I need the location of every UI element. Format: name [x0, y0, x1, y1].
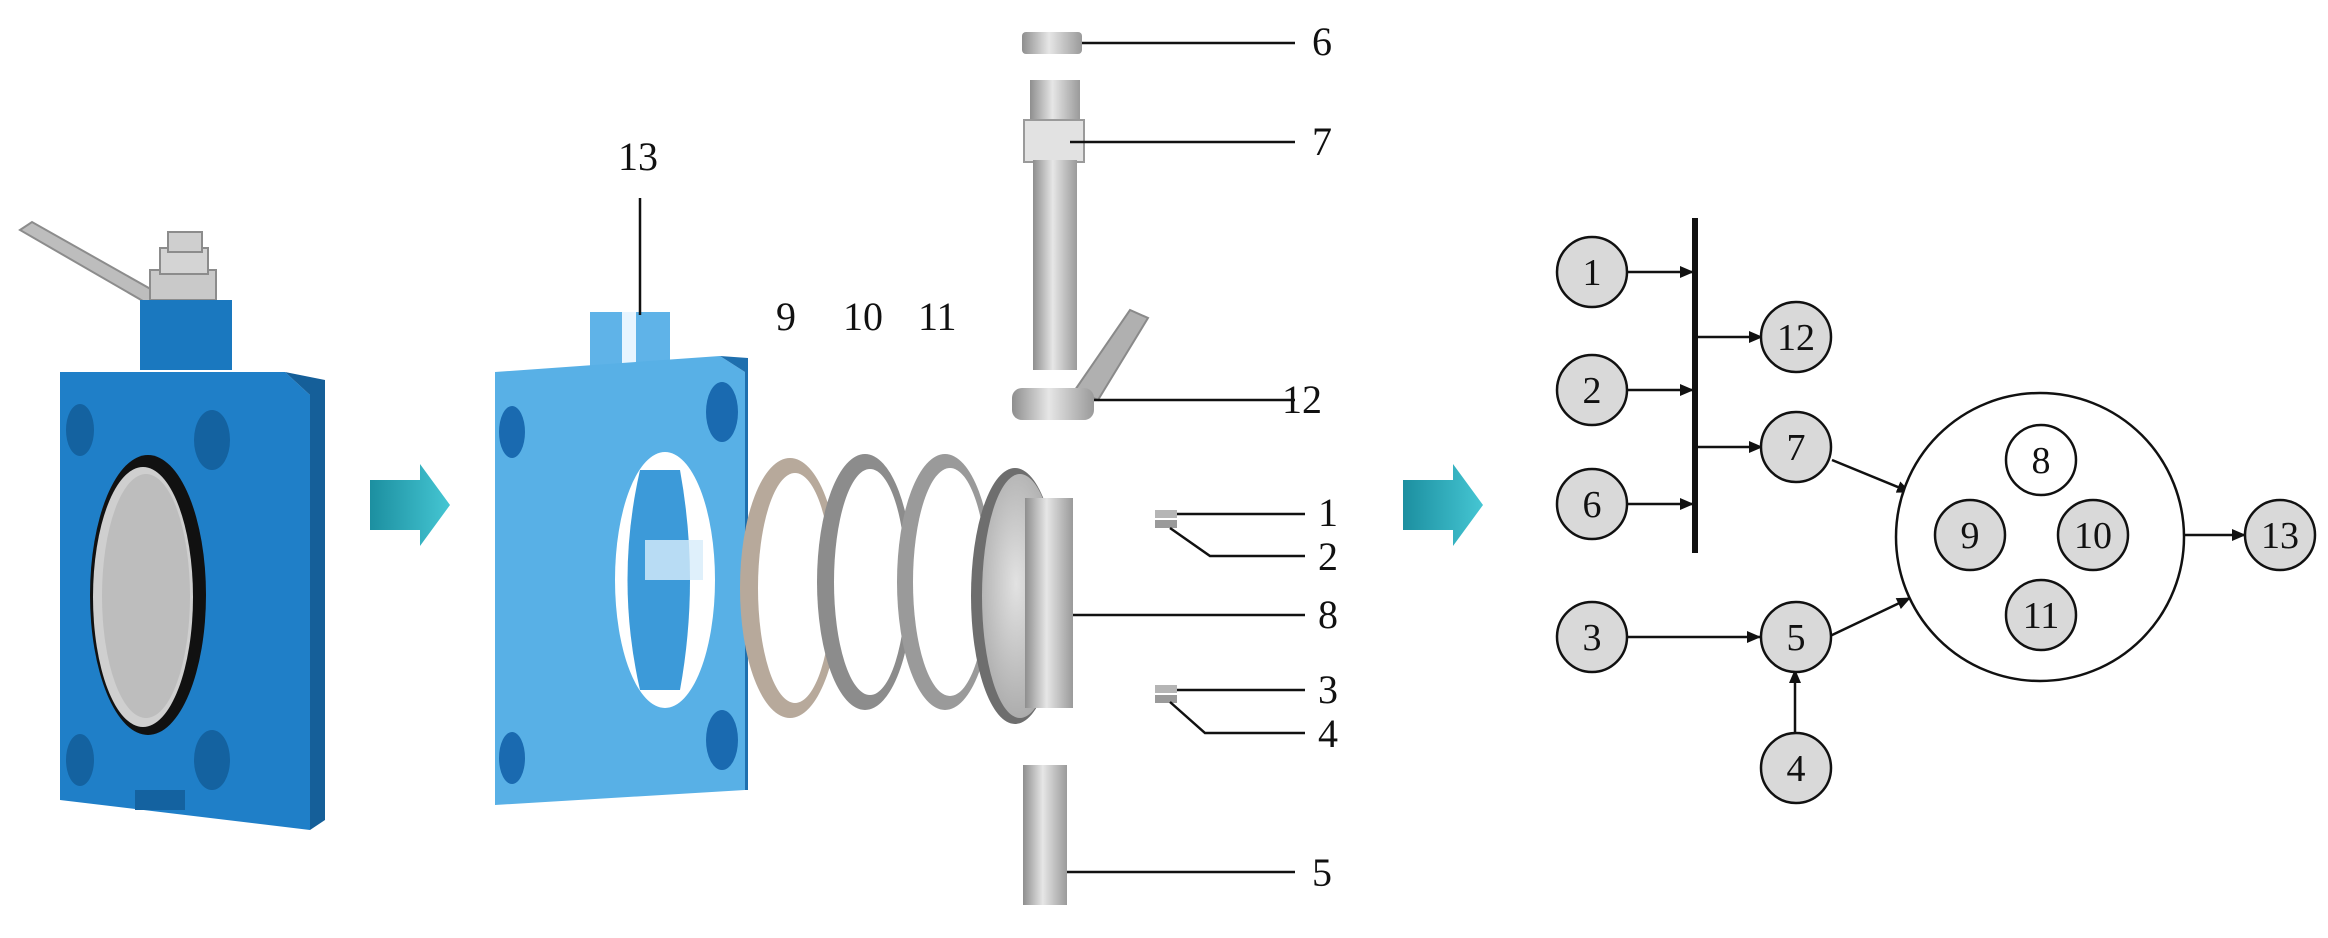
valve-body-part [495, 312, 748, 805]
callout-5: 5 [1312, 850, 1332, 895]
pin-5 [1023, 765, 1067, 905]
assembled-valve [18, 220, 325, 830]
assembly-flow-diagram: 1 2 6 3 12 7 5 4 8 9 10 11 13 [1555, 218, 2317, 805]
callout-1: 1 [1318, 490, 1338, 535]
node-8: 8 [2032, 440, 2051, 482]
node-1: 1 [1583, 252, 1602, 294]
node-3: 3 [1583, 617, 1602, 659]
callout-9: 9 [776, 294, 796, 339]
callout-10: 10 [843, 294, 883, 339]
process-arrow-1 [370, 464, 450, 546]
ring-11 [897, 454, 993, 710]
node-10: 10 [2074, 515, 2112, 557]
handle-12 [1012, 308, 1150, 420]
callout-3: 3 [1318, 667, 1338, 712]
process-arrow-2 [1403, 464, 1483, 546]
node-9: 9 [1961, 515, 1980, 557]
callout-4: 4 [1318, 711, 1338, 756]
node-2: 2 [1583, 370, 1602, 412]
node-4: 4 [1787, 748, 1806, 790]
ring-9 [740, 458, 840, 718]
callout-6: 6 [1312, 19, 1332, 64]
ring-10 [817, 454, 913, 710]
callout-12: 12 [1282, 377, 1322, 422]
callout-13: 13 [618, 134, 658, 179]
node-11: 11 [2023, 595, 2060, 637]
callout-labels: 6 7 12 1 2 8 3 4 5 9 10 11 13 [618, 19, 1338, 895]
node-6: 6 [1583, 484, 1602, 526]
callout-7: 7 [1312, 119, 1332, 164]
stem-7 [1023, 80, 1085, 370]
callout-8: 8 [1318, 592, 1338, 637]
leader-lines [638, 41, 1305, 874]
node-12: 12 [1777, 317, 1815, 359]
small-pins [1155, 510, 1177, 703]
callout-2: 2 [1318, 534, 1338, 579]
callout-11: 11 [918, 294, 957, 339]
cap-6 [1022, 32, 1082, 54]
node-13: 13 [2261, 515, 2299, 557]
node-5: 5 [1787, 617, 1806, 659]
disc-8 [971, 468, 1073, 724]
node-7: 7 [1787, 427, 1806, 469]
subassembly-circle [1894, 391, 2186, 683]
